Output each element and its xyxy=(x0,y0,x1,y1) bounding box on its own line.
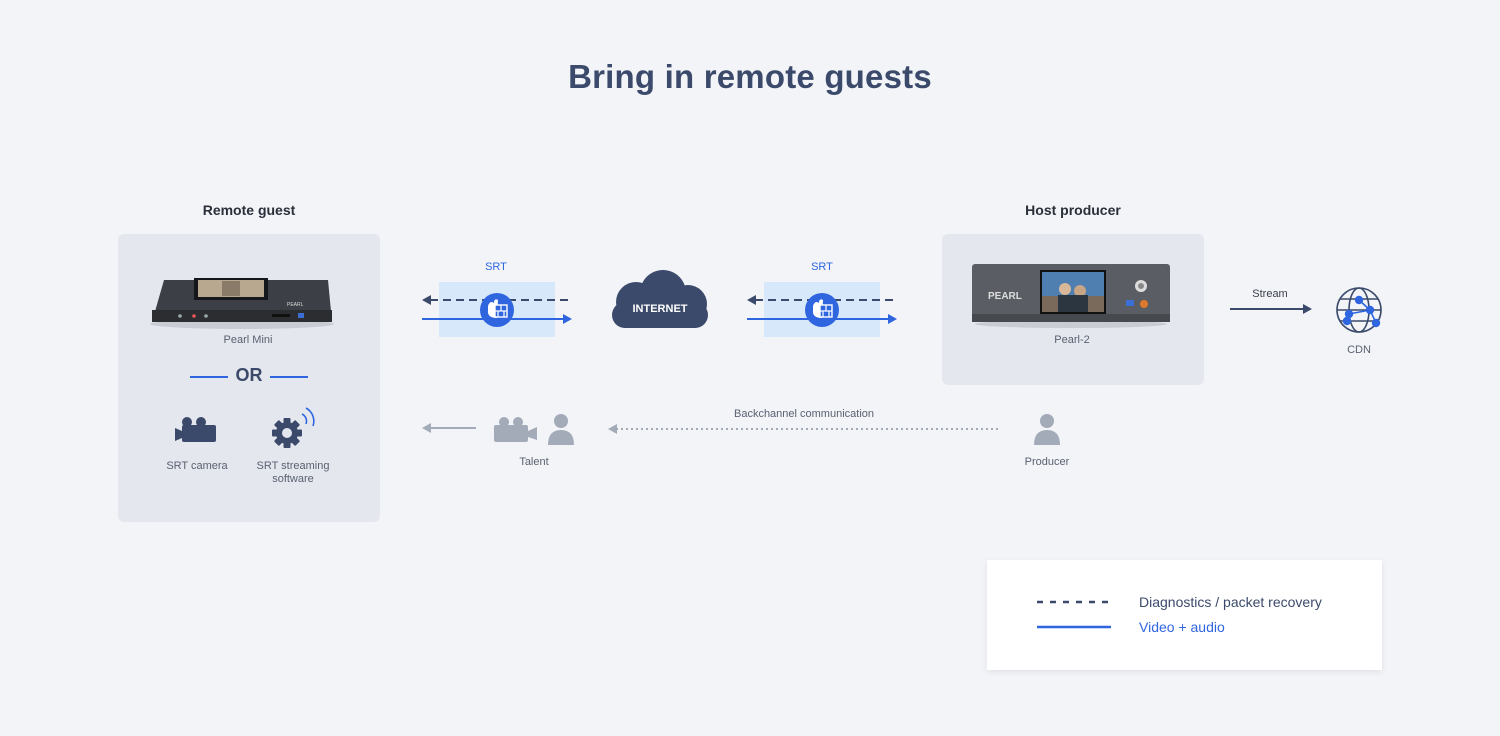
gear-icon xyxy=(272,407,315,448)
or-divider-right xyxy=(270,376,308,378)
legend-video-audio: Video + audio xyxy=(1139,619,1225,635)
backchannel-label: Backchannel communication xyxy=(733,408,875,420)
talent-out-arrow xyxy=(422,423,476,433)
pearl-mini-device: PEARL xyxy=(150,278,334,329)
stream-arrow xyxy=(1230,304,1312,314)
cloud-icon xyxy=(612,270,708,328)
internet-label: INTERNET xyxy=(632,303,688,315)
page-title: Bring in remote guests xyxy=(568,58,932,95)
stream-label: Stream xyxy=(1252,288,1288,300)
host-producer-heading: Host producer xyxy=(1025,202,1121,218)
srt-label-right: SRT xyxy=(811,261,833,273)
talent-person-icon xyxy=(548,414,574,445)
srt-label-left: SRT xyxy=(485,261,507,273)
pearl-2-device: PEARL xyxy=(972,264,1170,328)
cdn-label: CDN xyxy=(1347,344,1371,356)
remote-guest-heading: Remote guest xyxy=(202,202,296,218)
pearl-2-badge: PEARL xyxy=(988,291,1022,302)
legend-diagnostics: Diagnostics / packet recovery xyxy=(1139,594,1322,610)
firewall-icon xyxy=(805,293,839,327)
producer-caption: Producer xyxy=(1024,456,1070,468)
or-divider-left xyxy=(190,376,228,378)
pearl-mini-badge: PEARL xyxy=(287,302,304,308)
legend-box xyxy=(987,560,1382,670)
pearl-2-caption: Pearl-2 xyxy=(1054,334,1090,346)
firewall-icon xyxy=(480,293,514,327)
camera-icon xyxy=(175,417,216,442)
or-text: OR xyxy=(235,365,263,385)
pearl-mini-caption: Pearl Mini xyxy=(223,334,273,346)
legend-swatches xyxy=(1037,600,1113,629)
globe-icon xyxy=(1336,287,1382,333)
srt-software-caption: SRT streaming software xyxy=(256,460,330,485)
talent-caption: Talent xyxy=(519,456,549,468)
srt-camera-caption: SRT camera xyxy=(166,460,228,472)
producer-person-icon xyxy=(1034,414,1060,445)
backchannel-arrow xyxy=(608,424,1000,434)
talent-camera-icon xyxy=(494,417,537,442)
